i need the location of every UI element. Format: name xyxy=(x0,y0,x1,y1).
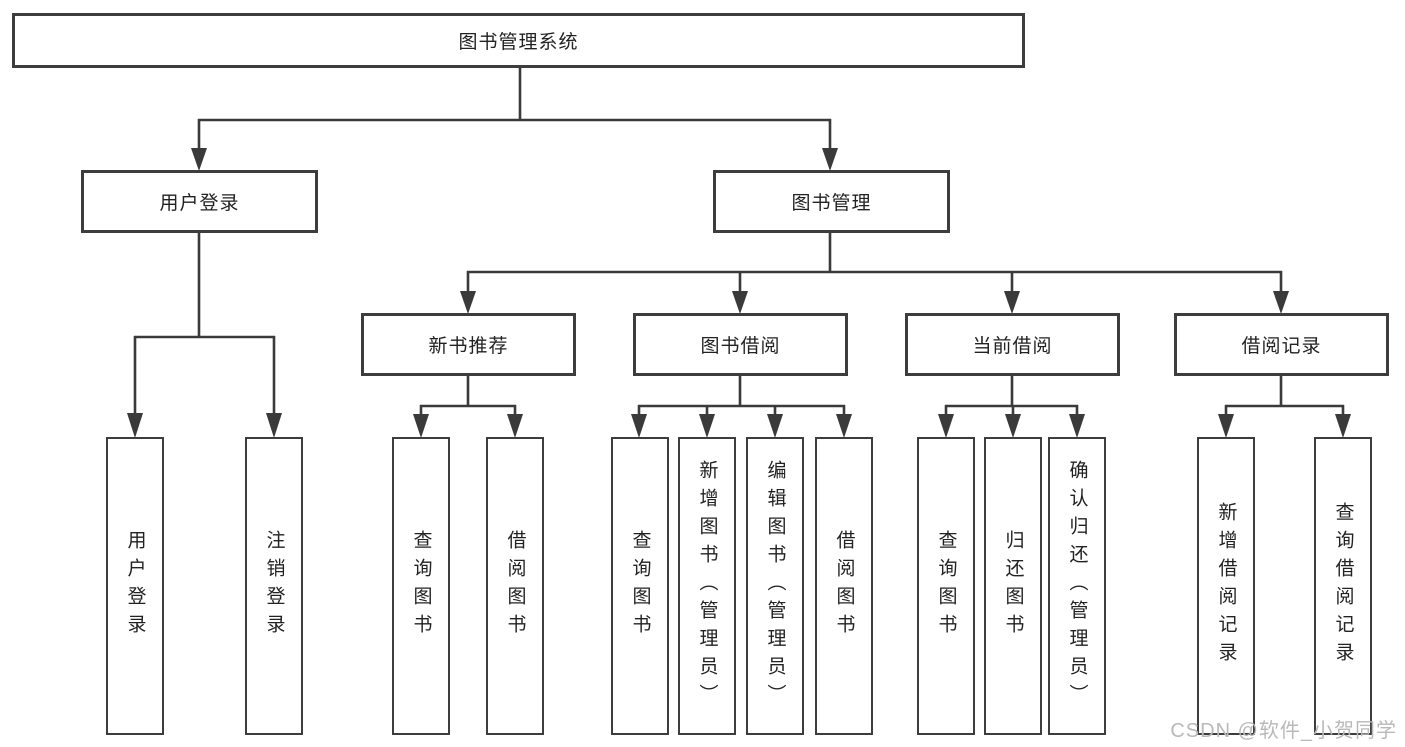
root-to-level2-connectors xyxy=(191,68,838,171)
node-label: 借阅图书 xyxy=(504,530,526,642)
node-leaf-add-borrow-record: 新增借阅记录 xyxy=(1197,437,1255,735)
arrow-down-icon xyxy=(732,291,748,314)
node-label: 新增图书（管理员） xyxy=(696,460,718,712)
node-leaf-borrow-book-recommend: 借阅图书 xyxy=(486,437,544,735)
node-label: 用户登录 xyxy=(124,530,146,642)
node-leaf-confirm-return-admin: 确认归还（管理员） xyxy=(1048,437,1106,735)
arrow-down-icon xyxy=(631,414,647,438)
node-label: 图书借阅 xyxy=(700,336,781,357)
node-library-system: 图书管理系统 xyxy=(12,13,1025,68)
node-label: 查询图书 xyxy=(410,530,432,642)
node-leaf-edit-book-admin: 编辑图书（管理员） xyxy=(746,437,804,735)
node-label: 用户登录 xyxy=(159,193,240,214)
arrow-down-icon xyxy=(127,413,143,438)
node-label: 新增借阅记录 xyxy=(1215,502,1237,670)
new-book-subtree-connectors xyxy=(413,376,523,438)
node-current-borrow: 当前借阅 xyxy=(905,313,1120,376)
borrow-record-subtree-connectors xyxy=(1218,376,1351,438)
arrow-down-icon xyxy=(266,413,282,438)
node-leaf-query-borrow-record: 查询借阅记录 xyxy=(1314,437,1372,735)
node-leaf-query-book-current: 查询图书 xyxy=(917,437,975,735)
current-borrow-subtree-connectors xyxy=(938,376,1085,438)
node-borrow-records: 借阅记录 xyxy=(1174,313,1389,376)
node-leaf-return-book: 归还图书 xyxy=(984,437,1042,735)
arrow-down-icon xyxy=(1273,291,1289,314)
node-leaf-add-book-admin: 新增图书（管理员） xyxy=(678,437,736,735)
arrow-down-icon xyxy=(191,148,207,171)
user-login-subtree-connectors xyxy=(127,233,282,438)
node-label: 查询图书 xyxy=(629,530,651,642)
node-label: 注销登录 xyxy=(263,530,285,642)
arrow-down-icon xyxy=(767,414,783,438)
arrow-down-icon xyxy=(1335,414,1351,438)
node-label: 借阅图书 xyxy=(833,530,855,642)
arrow-down-icon xyxy=(507,414,523,438)
arrow-down-icon xyxy=(1218,414,1234,438)
node-label: 查询图书 xyxy=(935,530,957,642)
node-label: 归还图书 xyxy=(1002,530,1024,642)
arrow-down-icon xyxy=(1005,414,1021,438)
arrow-down-icon xyxy=(836,414,852,438)
node-leaf-query-book-recommend: 查询图书 xyxy=(392,437,450,735)
node-label: 当前借阅 xyxy=(972,336,1053,357)
arrow-down-icon xyxy=(1069,414,1085,438)
node-label: 借阅记录 xyxy=(1241,336,1322,357)
book-borrow-subtree-connectors xyxy=(631,376,852,438)
node-leaf-query-book-borrow: 查询图书 xyxy=(611,437,669,735)
node-book-borrow: 图书借阅 xyxy=(633,313,848,376)
node-book-management: 图书管理 xyxy=(713,170,950,233)
arrow-down-icon xyxy=(822,148,838,171)
node-label: 图书管理 xyxy=(791,193,872,214)
arrow-down-icon xyxy=(413,414,429,438)
node-leaf-user-login: 用户登录 xyxy=(106,437,164,735)
node-label: 确认归还（管理员） xyxy=(1066,460,1088,712)
arrow-down-icon xyxy=(938,414,954,438)
node-label: 编辑图书（管理员） xyxy=(764,460,786,712)
node-label: 查询借阅记录 xyxy=(1332,502,1354,670)
node-leaf-borrow-book: 借阅图书 xyxy=(815,437,873,735)
node-label: 新书推荐 xyxy=(428,336,509,357)
arrow-down-icon xyxy=(460,291,476,314)
node-leaf-logout: 注销登录 xyxy=(245,437,303,735)
node-new-book-recommend: 新书推荐 xyxy=(361,313,576,376)
arrow-down-icon xyxy=(699,414,715,438)
node-user-login: 用户登录 xyxy=(81,170,318,233)
node-label: 图书管理系统 xyxy=(458,32,579,53)
arrow-down-icon xyxy=(1004,291,1020,314)
book-management-subtree-connectors xyxy=(460,233,1289,314)
watermark: CSDN @软件_小贺同学 xyxy=(1170,720,1397,742)
